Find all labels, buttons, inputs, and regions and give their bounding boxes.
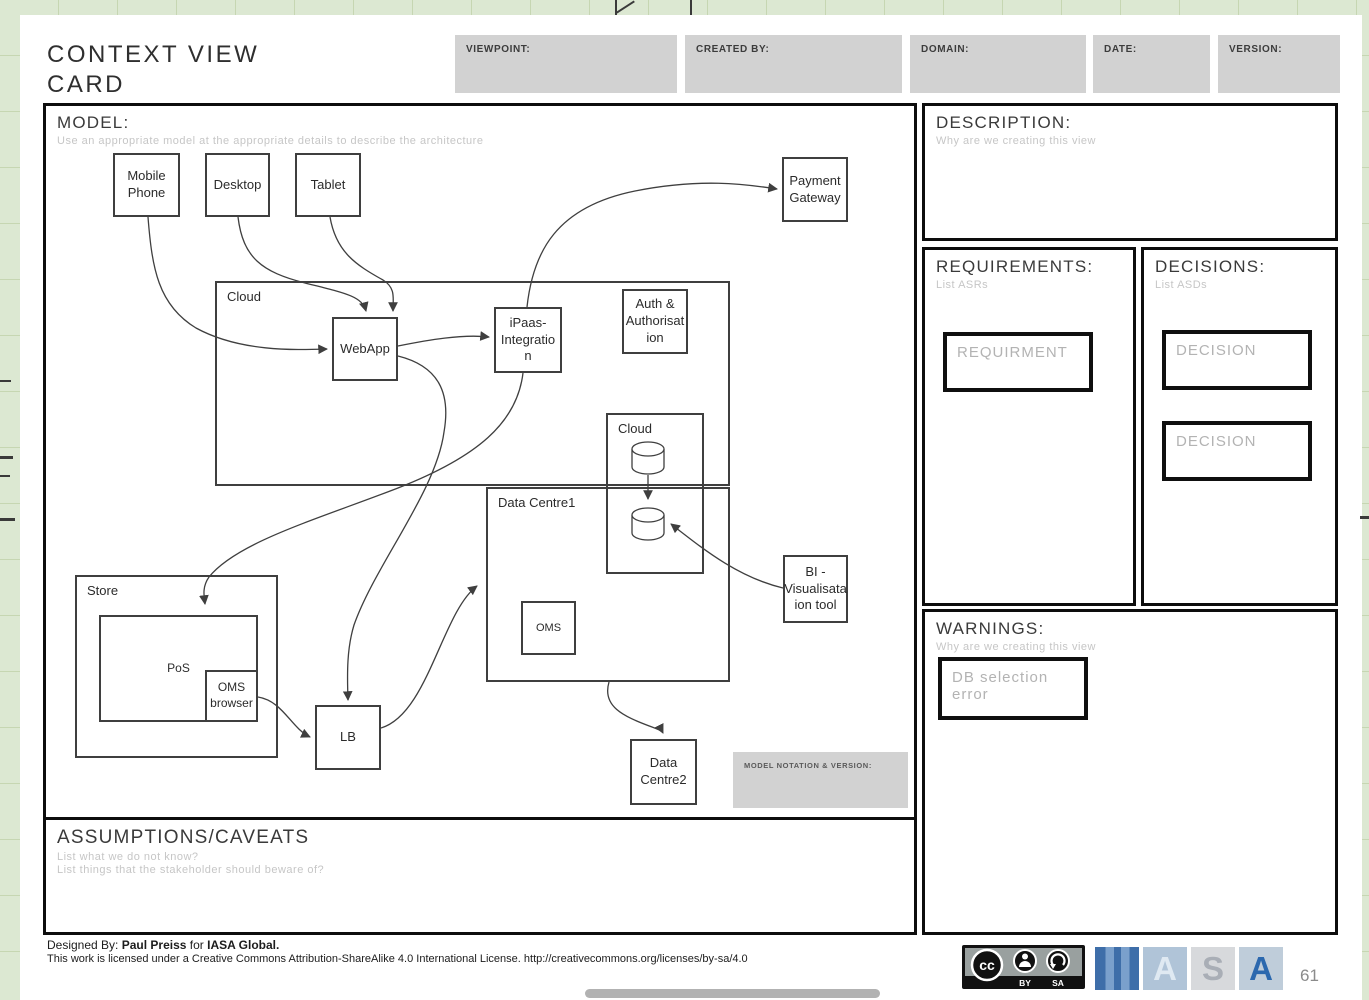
decision-box-1: DECISION <box>1162 330 1312 390</box>
cc-by-person-icon <box>1013 949 1037 973</box>
decision-box-2: DECISION <box>1162 421 1312 481</box>
node-tablet: Tablet <box>295 153 361 217</box>
desk-grid-left <box>0 0 20 1000</box>
field-created-by: CREATED BY: <box>685 35 902 93</box>
container-data-centre1-label: Data Centre1 <box>498 495 576 510</box>
node-bi-visualisation-tool: BI - Visualisata ion tool <box>783 555 848 623</box>
container-cloud-db: Cloud <box>606 413 704 574</box>
footer-text: for <box>186 938 208 952</box>
node-oms-browser: OMS browser <box>205 670 258 722</box>
container-cloud-db-label: Cloud <box>618 421 652 436</box>
requirements-subtitle: List ASRs <box>936 279 989 291</box>
decisions-panel: DECISIONS: List ASDs <box>1141 247 1338 606</box>
field-date-label: DATE: <box>1104 44 1137 55</box>
description-panel: DESCRIPTION: Why are we creating this vi… <box>922 103 1338 241</box>
requirement-box: REQUIRMENT <box>943 332 1093 392</box>
model-title: MODEL: <box>57 113 130 132</box>
node-auth-authorisation: Auth & Authorisat ion <box>622 289 688 354</box>
node-desktop: Desktop <box>205 153 270 217</box>
iasa-logo-letter-a1: A <box>1143 947 1187 990</box>
iasa-logo-bars-tile <box>1095 947 1139 990</box>
field-version: VERSION: <box>1218 35 1340 93</box>
pen-mark <box>0 380 11 382</box>
horizontal-scrollbar-thumb[interactable] <box>585 989 880 998</box>
node-webapp: WebApp <box>332 317 398 381</box>
svg-text:cc: cc <box>979 957 995 973</box>
requirements-title: REQUIREMENTS: <box>936 257 1094 276</box>
warnings-panel: WARNINGS: Why are we creating this view <box>922 609 1338 935</box>
requirements-panel: REQUIREMENTS: List ASRs <box>922 247 1136 606</box>
node-payment-gateway: Payment Gateway <box>782 157 848 222</box>
field-created-by-label: CREATED BY: <box>696 44 770 55</box>
pen-mark <box>1360 516 1369 519</box>
page-title: CONTEXT VIEW CARD <box>47 41 260 98</box>
warnings-subtitle: Why are we creating this view <box>936 641 1096 653</box>
node-lb: LB <box>315 705 381 770</box>
field-viewpoint: VIEWPOINT: <box>455 35 677 93</box>
field-domain-label: DOMAIN: <box>921 44 970 55</box>
pen-mark <box>0 475 10 477</box>
footer-license-text: This work is licensed under a Creative C… <box>47 953 748 965</box>
cc-sa-arrow-icon <box>1046 949 1070 973</box>
assumptions-subtitle-2: List things that the stakeholder should … <box>57 864 325 876</box>
desk-grid-right <box>1360 0 1369 1000</box>
cc-sa-label: SA <box>1052 978 1064 988</box>
model-subtitle: Use an appropriate model at the appropri… <box>57 135 484 147</box>
cc-by-sa-badge: cc BY SA <box>962 945 1085 989</box>
model-notation-label: MODEL NOTATION & VERSION: <box>744 761 872 770</box>
iasa-logo-letter-a2: A <box>1239 947 1283 990</box>
container-store-label: Store <box>87 583 119 598</box>
pen-mark <box>615 0 617 15</box>
desk-grid-top <box>0 0 1369 15</box>
page-number: 61 <box>1300 966 1319 985</box>
footer-designed-by: Designed By: Paul Preiss for IASA Global… <box>47 938 279 952</box>
field-viewpoint-label: VIEWPOINT: <box>466 44 531 55</box>
iasa-logo-letter-s: S <box>1191 947 1235 990</box>
container-store: Store <box>75 575 278 758</box>
assumptions-panel: ASSUMPTIONS/CAVEATS List what we do not … <box>43 817 917 935</box>
footer-org: IASA Global. <box>207 938 280 952</box>
container-cloud-label: Cloud <box>227 289 261 304</box>
node-oms: OMS <box>521 601 576 655</box>
model-notation-field: MODEL NOTATION & VERSION: <box>733 752 908 808</box>
description-title: DESCRIPTION: <box>936 113 1072 132</box>
node-mobile-phone: Mobile Phone <box>113 153 180 217</box>
decisions-subtitle: List ASDs <box>1155 279 1208 291</box>
field-version-label: VERSION: <box>1229 44 1283 55</box>
node-data-centre2: Data Centre2 <box>630 739 697 805</box>
pen-mark <box>0 518 15 521</box>
cc-by-label: BY <box>1019 978 1031 988</box>
cc-icon: cc <box>970 948 1004 982</box>
assumptions-title: ASSUMPTIONS/CAVEATS <box>57 827 310 848</box>
node-ipaas-integration: iPaas- Integratio n <box>494 307 562 373</box>
warnings-title: WARNINGS: <box>936 619 1045 638</box>
footer-author: Paul Preiss <box>121 938 187 952</box>
pen-mark <box>0 456 13 459</box>
pen-mark <box>690 0 692 15</box>
footer-text: Designed By: <box>47 938 122 952</box>
assumptions-subtitle-1: List what we do not know? <box>57 851 199 863</box>
decisions-title: DECISIONS: <box>1155 257 1266 276</box>
description-subtitle: Why are we creating this view <box>936 135 1096 147</box>
warning-box-db-selection-error: DB selection error <box>938 657 1088 720</box>
field-domain: DOMAIN: <box>910 35 1086 93</box>
field-date: DATE: <box>1093 35 1210 93</box>
